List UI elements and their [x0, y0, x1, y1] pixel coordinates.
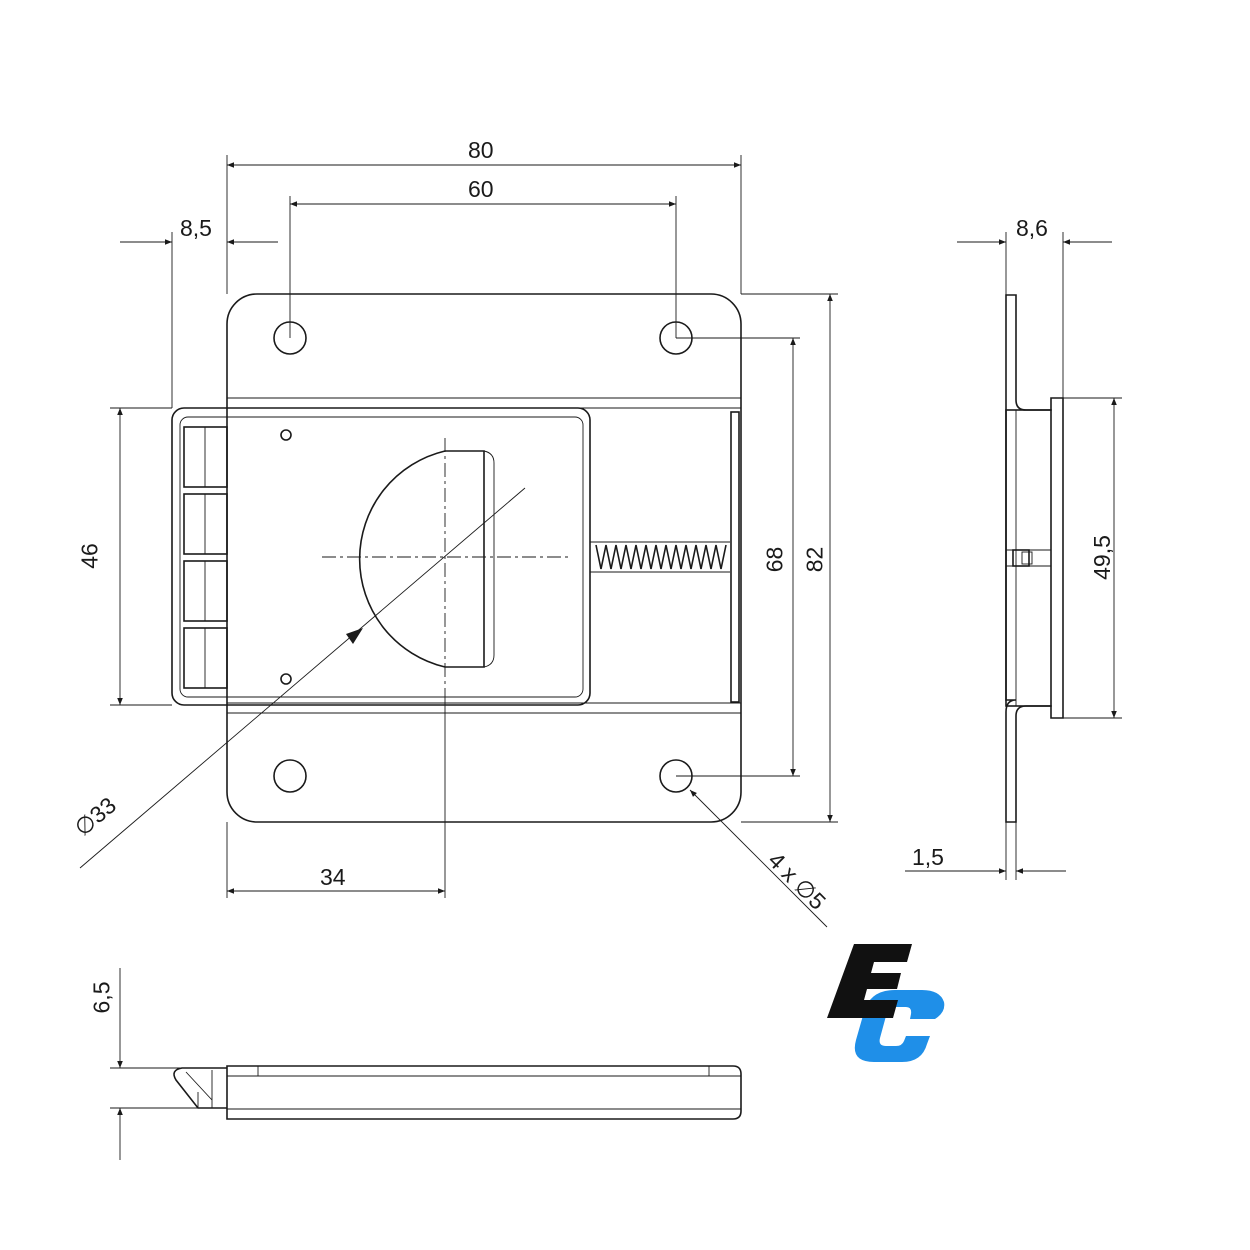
ec-logo	[827, 944, 945, 1062]
spring	[590, 541, 730, 573]
mounting-hole-bottom-left	[273, 759, 307, 793]
dim-knob-diameter: ∅33	[69, 791, 121, 842]
grip-ribs	[183, 426, 228, 689]
knob-outline	[358, 450, 485, 668]
bottom-plate	[226, 1065, 742, 1120]
spring-stop	[730, 411, 740, 703]
bottom-dimensions	[110, 968, 227, 1160]
dim-width-overall: 80	[468, 137, 494, 163]
dim-thickness: 1,5	[912, 844, 944, 870]
side-dimensions	[905, 232, 1122, 880]
bottom-view	[173, 1065, 742, 1120]
side-slider	[1005, 409, 1052, 707]
dim-height-overall: 82	[801, 546, 828, 573]
dim-side-height: 49,5	[1088, 535, 1115, 580]
front-view	[171, 293, 800, 823]
dim-hole-spacing-x: 60	[468, 176, 494, 202]
dim-depth-side: 8,6	[1016, 215, 1048, 241]
dim-latch-offset: 8,5	[180, 215, 212, 241]
base-plate	[226, 293, 742, 823]
dim-hole-spacing-y: 68	[761, 546, 788, 573]
dim-bolt-height: 6,5	[88, 981, 115, 1014]
slider-body	[171, 407, 591, 706]
dim-knob-offset: 34	[320, 864, 346, 890]
dim-holes: 4 x ∅5	[763, 846, 831, 915]
side-view	[1005, 294, 1064, 823]
logo-e-shape	[827, 944, 912, 1018]
dim-latch-height: 46	[76, 543, 103, 569]
front-dimensions	[79, 155, 838, 928]
